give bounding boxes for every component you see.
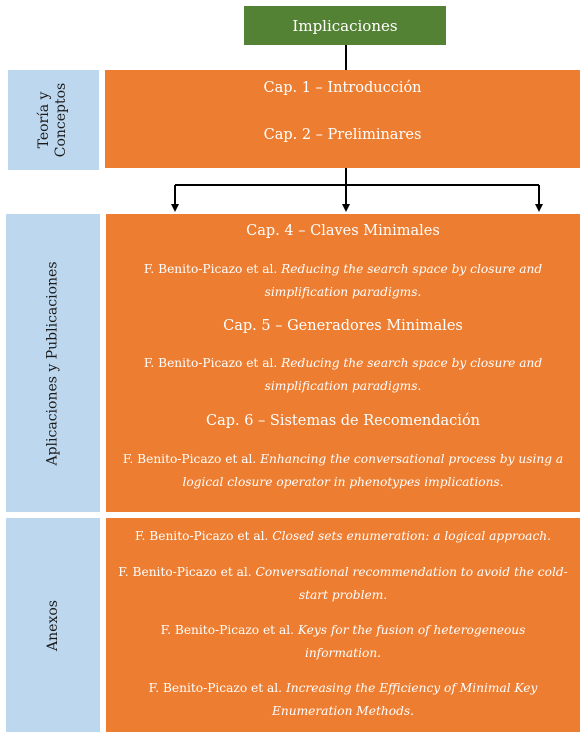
teoria-box: Cap. 1 – Introducción Cap. 2 – Prelimina… — [105, 70, 580, 168]
anexos-label: Anexos — [44, 599, 61, 651]
anexos-box: F. Benito-Picazo et al. Closed sets enum… — [106, 518, 580, 732]
chapter-5: Cap. 5 – Generadores Minimales — [223, 318, 463, 334]
annex-publication-1: F. Benito-Picazo et al. Closed sets enum… — [134, 529, 551, 543]
annex-publication-2: F. Benito-Picazo et al. Conversational r… — [118, 565, 568, 602]
side-label-anexos: Anexos — [6, 518, 100, 732]
teoria-label: Teoría y Conceptos — [36, 82, 70, 158]
chapter-4: Cap. 4 – Claves Minimales — [246, 223, 440, 239]
side-label-aplicaciones: Aplicaciones y Publicaciones — [6, 214, 100, 512]
chapter-2: Cap. 2 – Preliminares — [263, 127, 422, 143]
publication-cap6: F. Benito-Picazo et al. Enhancing the co… — [122, 452, 564, 489]
chapter-6: Cap. 6 – Sistemas de Recomendación — [205, 413, 481, 429]
aplicaciones-box: Cap. 4 – Claves Minimales F. Benito-Pica… — [106, 214, 580, 512]
aplicaciones-label: Aplicaciones y Publicaciones — [44, 260, 61, 466]
chapter-1: Cap. 1 – Introducción — [263, 80, 422, 96]
annex-publication-3: F. Benito-Picazo et al. Keys for the fus… — [160, 623, 526, 660]
side-label-teoria: Teoría y Conceptos — [8, 70, 99, 170]
publication-cap4: F. Benito-Picazo et al. Reducing the sea… — [143, 262, 543, 299]
implicaciones-box: Implicaciones — [244, 6, 446, 45]
implicaciones-title: Implicaciones — [292, 16, 398, 35]
annex-publication-4: F. Benito-Picazo et al. Increasing the E… — [148, 681, 538, 718]
publication-cap5: F. Benito-Picazo et al. Reducing the sea… — [143, 356, 543, 393]
